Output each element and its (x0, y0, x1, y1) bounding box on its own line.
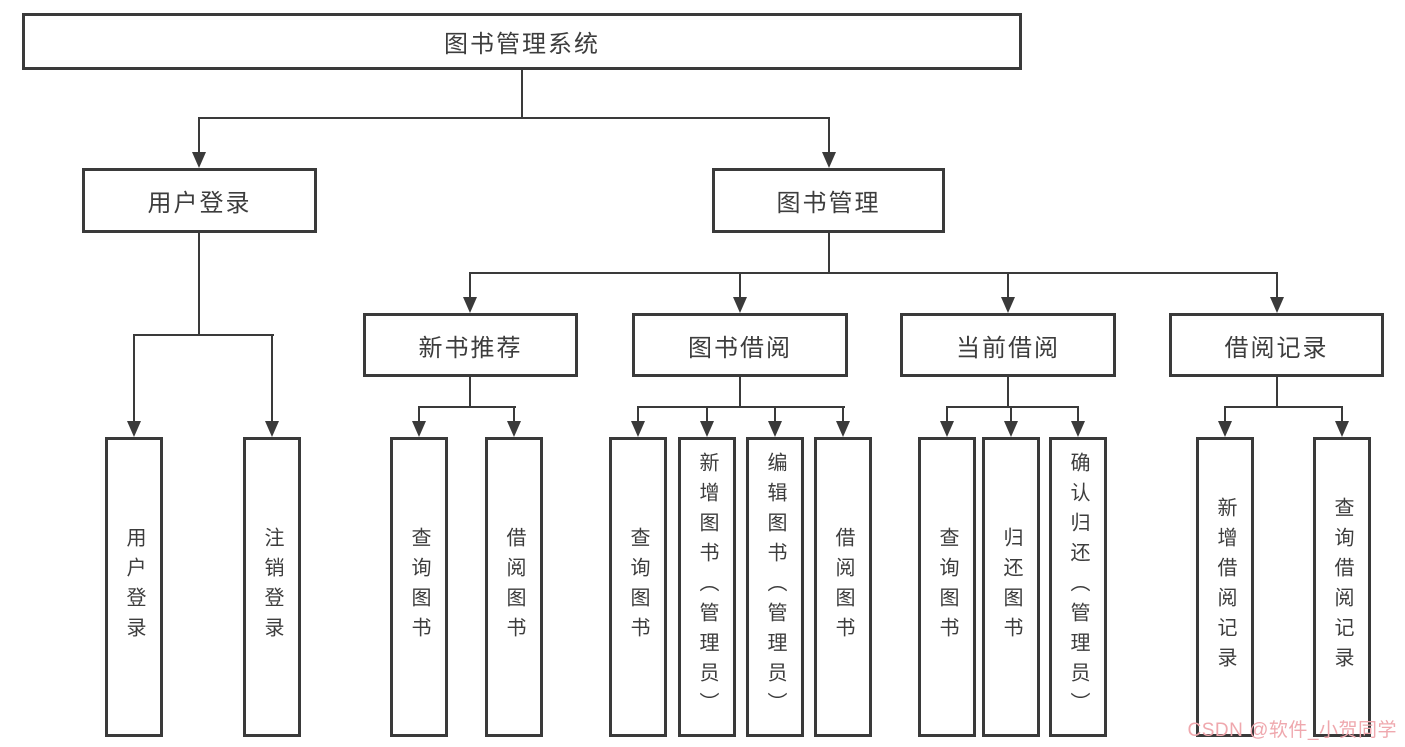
node-user-login: 用户登录 (82, 168, 317, 233)
arrowhead-icon (265, 421, 279, 437)
leaf-add-book-admin: 新增图书（管理员） (678, 437, 736, 737)
leaf-confirm-return-admin: 确认归还（管理员） (1049, 437, 1107, 737)
leaf-add-borrow-record-label: 新增借阅记录 (1214, 497, 1236, 677)
node-root-label: 图书管理系统 (444, 31, 600, 58)
leaf-query-books-current: 查询图书 (918, 437, 976, 737)
leaf-query-borrow-record-label: 查询借阅记录 (1331, 497, 1353, 677)
connector-newbook-stem-2 (513, 406, 515, 423)
connector-bookmgmt-hline (469, 272, 1278, 274)
arrowhead-icon (822, 152, 836, 168)
connector-newbook-hline (418, 406, 516, 408)
connector-bookborrow-stem-2 (706, 406, 708, 423)
leaf-query-books-recommend-label: 查询图书 (408, 527, 430, 647)
arrowhead-icon (192, 152, 206, 168)
leaf-query-borrow-record: 查询借阅记录 (1313, 437, 1371, 737)
connector-currentborrow-hline (946, 406, 1079, 408)
node-book-management-label: 图书管理 (776, 190, 881, 217)
leaf-borrow-books: 借阅图书 (814, 437, 872, 737)
node-root: 图书管理系统 (22, 13, 1022, 70)
leaf-add-borrow-record: 新增借阅记录 (1196, 437, 1254, 737)
leaf-add-book-admin-label: 新增图书（管理员） (696, 452, 718, 722)
leaf-return-books: 归还图书 (982, 437, 1040, 737)
node-new-book-recommend-label: 新书推荐 (418, 334, 523, 362)
arrowhead-icon (463, 297, 477, 313)
node-current-borrow-label: 当前借阅 (956, 334, 1060, 362)
connector-currentborrow-stem-3 (1077, 406, 1079, 423)
leaf-borrow-books-recommend: 借阅图书 (485, 437, 543, 737)
node-user-login-label: 用户登录 (147, 190, 252, 217)
connector-bookmgmt-stem-3 (1007, 272, 1009, 299)
leaf-borrow-books-recommend-label: 借阅图书 (503, 527, 525, 647)
connector-newbook-stem-1 (418, 406, 420, 423)
connector-currentborrow-vline (1007, 377, 1009, 407)
connector-bookmgmt-vline (828, 233, 830, 273)
connector-userlogin-vline (198, 233, 200, 335)
connector-bookborrow-stem-3 (774, 406, 776, 423)
connector-borrowrecords-stem-2 (1341, 406, 1343, 423)
connector-borrowrecords-hline (1224, 406, 1343, 408)
leaf-edit-book-admin-label: 编辑图书（管理员） (764, 452, 786, 722)
connector-borrowrecords-vline (1276, 377, 1278, 407)
arrowhead-icon (700, 421, 714, 437)
leaf-logout-label: 注销登录 (261, 527, 283, 647)
node-book-management: 图书管理 (712, 168, 945, 233)
arrowhead-icon (412, 421, 426, 437)
arrowhead-icon (1335, 421, 1349, 437)
csdn-watermark: CSDN @软件_小贺同学 (1187, 720, 1397, 741)
arrowhead-icon (1270, 297, 1284, 313)
connector-userlogin-stem-2 (271, 334, 273, 423)
arrowhead-icon (631, 421, 645, 437)
connector-userlogin-hline (133, 334, 274, 336)
connector-bookborrow-vline (739, 377, 741, 407)
node-book-borrow-label: 图书借阅 (688, 334, 792, 362)
node-borrow-records: 借阅记录 (1169, 313, 1384, 377)
connector-borrowrecords-stem-1 (1224, 406, 1226, 423)
connector-root-vline (521, 70, 523, 118)
leaf-query-books-recommend: 查询图书 (390, 437, 448, 737)
connector-currentborrow-stem-1 (946, 406, 948, 423)
connector-root-hline (198, 117, 830, 119)
arrowhead-icon (1004, 421, 1018, 437)
leaf-borrow-books-label: 借阅图书 (832, 527, 854, 647)
leaf-user-login: 用户登录 (105, 437, 163, 737)
leaf-query-books-borrow: 查询图书 (609, 437, 667, 737)
leaf-return-books-label: 归还图书 (1000, 527, 1022, 647)
node-book-borrow: 图书借阅 (632, 313, 848, 377)
leaf-user-login-label: 用户登录 (123, 527, 145, 647)
leaf-confirm-return-admin-label: 确认归还（管理员） (1067, 452, 1089, 722)
connector-currentborrow-stem-2 (1010, 406, 1012, 423)
arrowhead-icon (768, 421, 782, 437)
connector-bookborrow-hline (637, 406, 845, 408)
arrowhead-icon (1218, 421, 1232, 437)
node-borrow-records-label: 借阅记录 (1224, 334, 1329, 362)
leaf-query-books-current-label: 查询图书 (936, 527, 958, 647)
connector-userlogin-stem-1 (133, 334, 135, 423)
connector-bookmgmt-stem-4 (1276, 272, 1278, 299)
leaf-logout: 注销登录 (243, 437, 301, 737)
connector-bookmgmt-stem-2 (739, 272, 741, 299)
node-current-borrow: 当前借阅 (900, 313, 1116, 377)
arrowhead-icon (1001, 297, 1015, 313)
node-new-book-recommend: 新书推荐 (363, 313, 578, 377)
arrowhead-icon (507, 421, 521, 437)
arrowhead-icon (940, 421, 954, 437)
arrowhead-icon (127, 421, 141, 437)
connector-bookborrow-stem-1 (637, 406, 639, 423)
connector-root-stem-right (828, 117, 830, 154)
connector-bookmgmt-stem-1 (469, 272, 471, 299)
arrowhead-icon (1071, 421, 1085, 437)
connector-root-stem-left (198, 117, 200, 154)
arrowhead-icon (836, 421, 850, 437)
connector-bookborrow-stem-4 (842, 406, 844, 423)
leaf-edit-book-admin: 编辑图书（管理员） (746, 437, 804, 737)
leaf-query-books-borrow-label: 查询图书 (627, 527, 649, 647)
arrowhead-icon (733, 297, 747, 313)
connector-newbook-vline (469, 377, 471, 407)
